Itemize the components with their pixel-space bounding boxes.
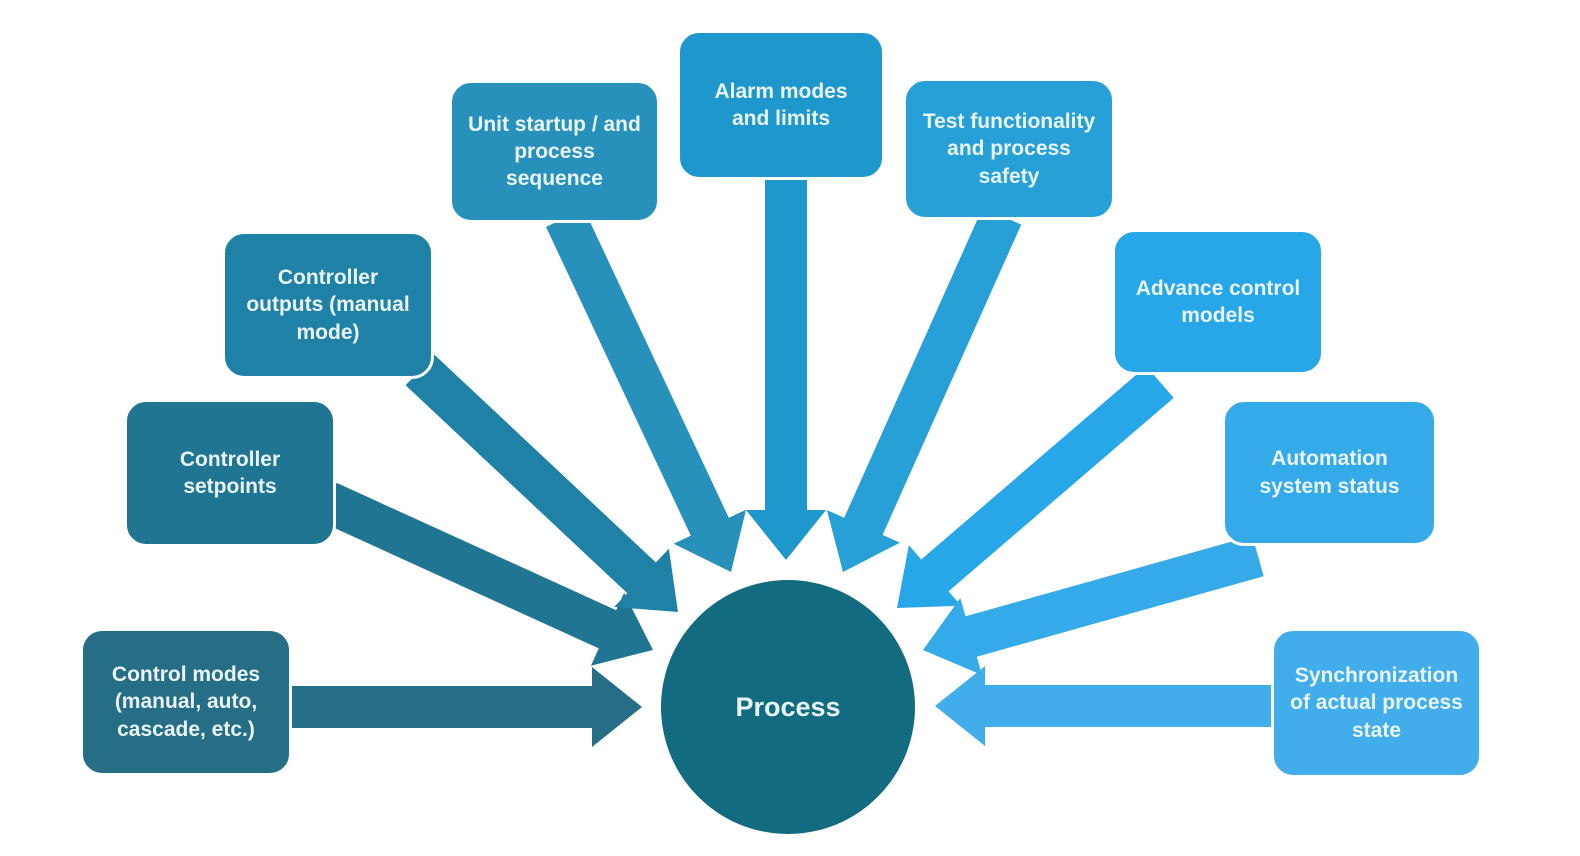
node-label: Test functionality and process safety: [922, 110, 1096, 188]
node-label: Control modes (manual, auto, cascade, et…: [111, 663, 261, 741]
arrow-unit-startup: [546, 209, 746, 572]
node-unit-startup: Unit startup / and process sequence: [449, 80, 660, 223]
node-label: Controller setpoints: [179, 447, 281, 498]
process-circle: Process: [661, 580, 915, 834]
arrow-control-modes: [292, 667, 642, 747]
node-label: Automation system status: [1259, 447, 1400, 498]
process-circle-label: Process: [735, 691, 841, 722]
node-label: Advance control models: [1135, 276, 1301, 327]
node-test-functionality: Test functionality and process safety: [903, 78, 1115, 220]
node-label: Unit startup / and process sequence: [468, 112, 641, 191]
arrow-test-functionality: [826, 207, 1022, 572]
arrow-advance-control: [897, 366, 1174, 608]
node-control-modes: Control modes (manual, auto, cascade, et…: [80, 628, 292, 776]
node-automation-status: Automation system status: [1222, 399, 1437, 546]
node-label: Controller outputs (manual mode): [246, 266, 410, 344]
arrow-controller-outputs: [405, 354, 678, 612]
node-label: Alarm modes and limits: [714, 79, 848, 130]
node-controller-outputs: Controller outputs (manual mode): [222, 231, 434, 379]
node-label: Synchronization of actual process state: [1290, 664, 1463, 742]
arrow-automation-status: [923, 535, 1264, 675]
arrow-controller-setpoints: [319, 482, 653, 666]
node-advance-control: Advance control models: [1112, 229, 1324, 375]
arrow-synchronization: [935, 666, 1280, 746]
node-alarm-modes: Alarm modes and limits: [677, 30, 885, 180]
node-controller-setpoints: Controller setpoints: [124, 399, 336, 547]
arrow-alarm-modes: [746, 175, 826, 560]
node-synchronization: Synchronization of actual process state: [1271, 628, 1482, 778]
